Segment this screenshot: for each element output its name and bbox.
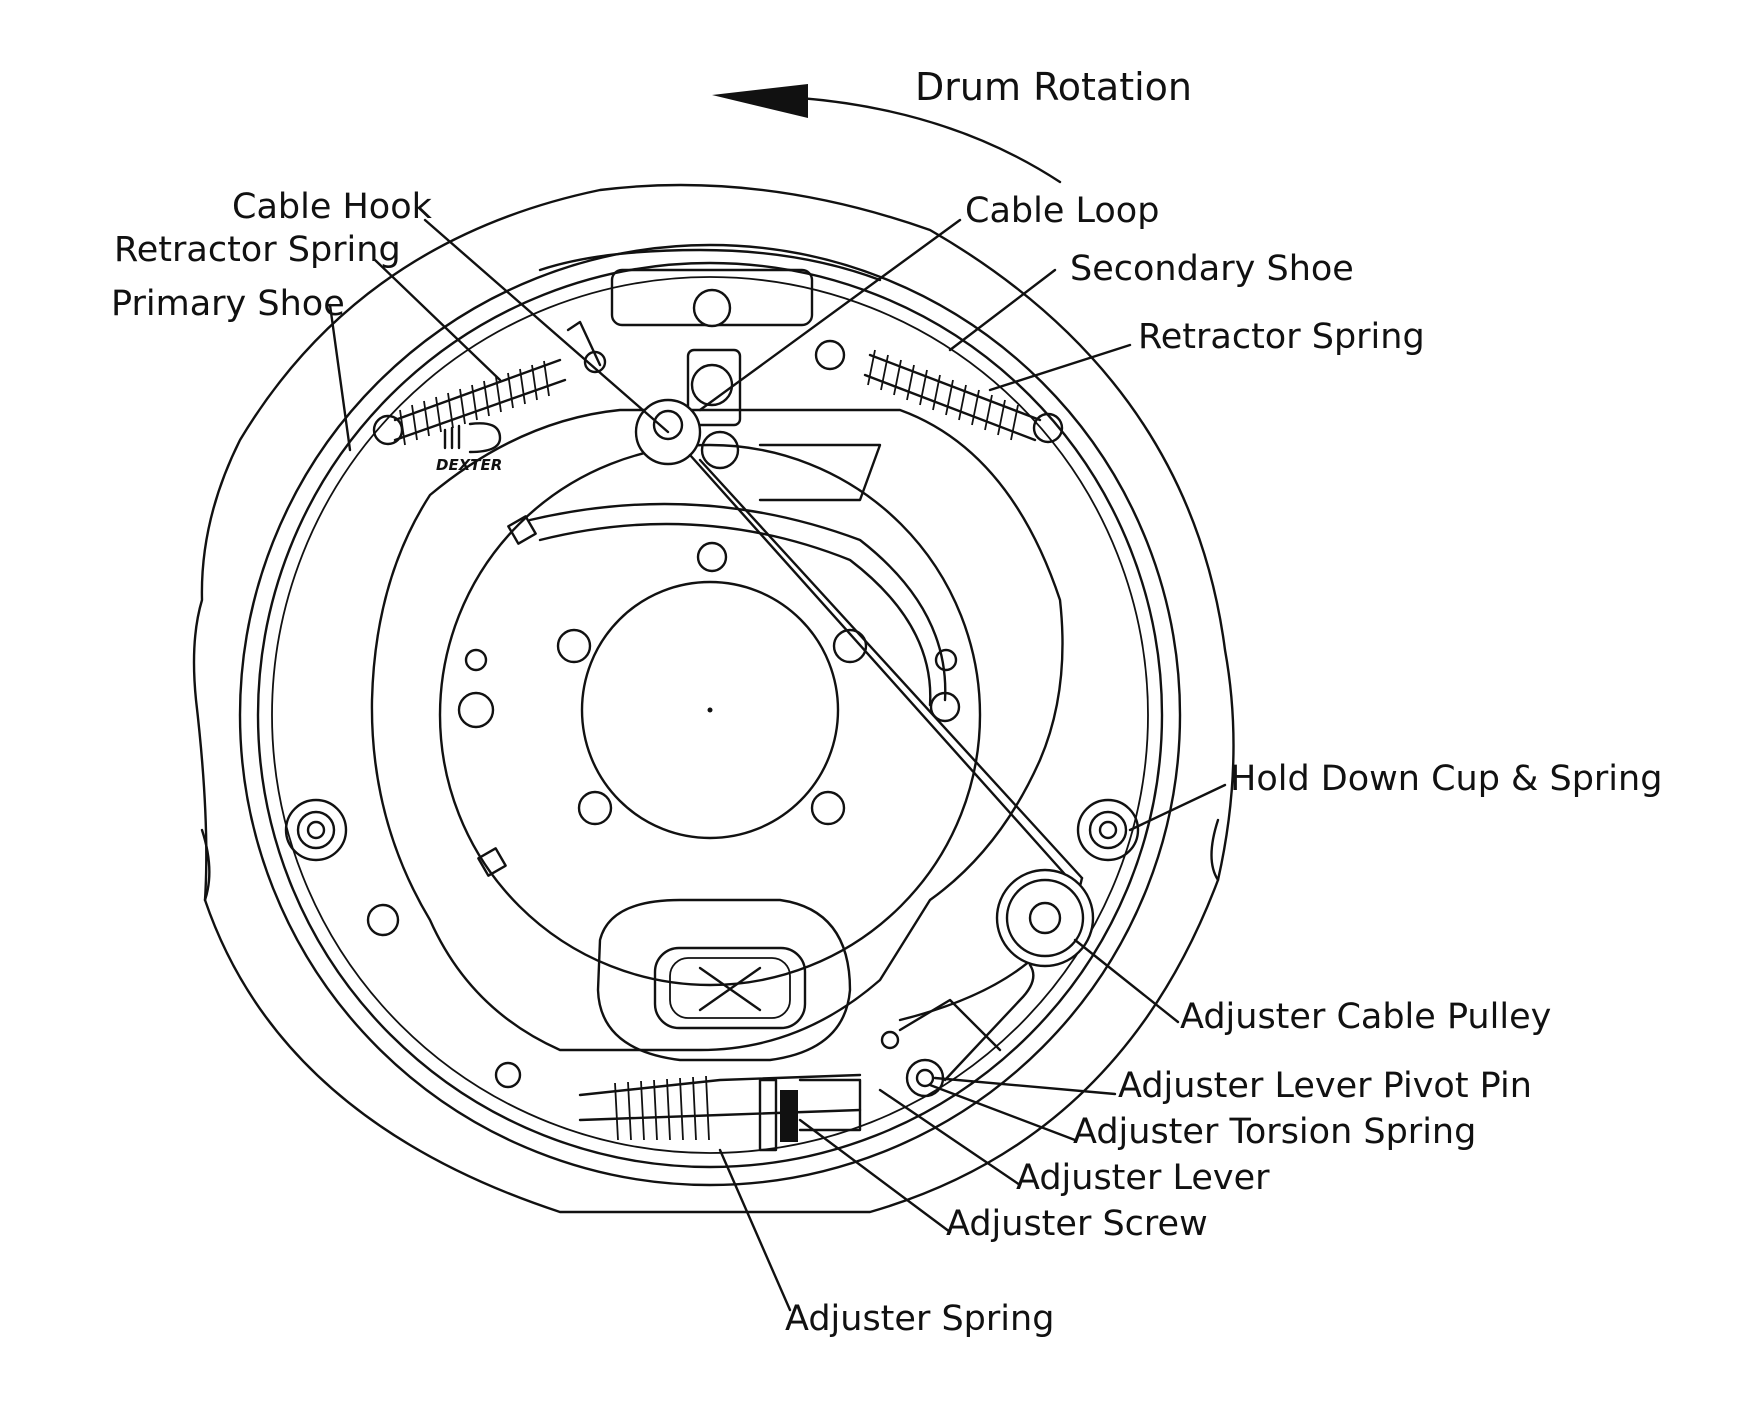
label-retractor-spring-left: Retractor Spring (114, 230, 401, 270)
drum-rotation-title: Drum Rotation (915, 65, 1192, 109)
label-cable-hook: Cable Hook (232, 187, 433, 227)
retractor-spring-left (372, 358, 567, 446)
label-adjuster-torsion-spring: Adjuster Torsion Spring (1073, 1112, 1476, 1152)
leader-lines (328, 218, 1227, 1312)
anchor-assembly (538, 248, 882, 502)
shoe-web (370, 408, 1064, 1052)
brake-shoe-lining (238, 243, 1182, 1187)
retractor-spring-right (814, 339, 1064, 444)
label-retractor-spring-right: Retractor Spring (1138, 317, 1425, 357)
backing-plate (192, 183, 1235, 1214)
drum-rotation-arrow (712, 84, 1062, 184)
label-hold-down-cup-spring: Hold Down Cup & Spring (1230, 759, 1662, 799)
brand-mark: DEXTER (436, 456, 502, 474)
shoe-guide-wire (477, 502, 961, 877)
label-adjuster-screw: Adjuster Screw (946, 1204, 1208, 1244)
label-secondary-shoe: Secondary Shoe (1070, 249, 1354, 289)
label-cable-loop: Cable Loop (965, 191, 1159, 231)
label-adjuster-lever: Adjuster Lever (1016, 1158, 1270, 1198)
label-adjuster-spring: Adjuster Spring (785, 1299, 1054, 1339)
dexter-logo: DEXTER (436, 422, 502, 474)
label-adjuster-cable-pulley: Adjuster Cable Pulley (1180, 997, 1551, 1037)
hold-down-cup-right (1076, 798, 1140, 862)
hold-down-cup-left (284, 798, 348, 862)
label-adjuster-lever-pivot-pin: Adjuster Lever Pivot Pin (1118, 1066, 1532, 1106)
cable-hook (566, 320, 607, 374)
bolt-holes (366, 541, 958, 1089)
magnet-actuator (596, 898, 852, 1062)
adjuster-cable-pulley (995, 868, 1095, 968)
adjuster-assembly (578, 963, 1035, 1152)
label-primary-shoe: Primary Shoe (111, 284, 345, 324)
